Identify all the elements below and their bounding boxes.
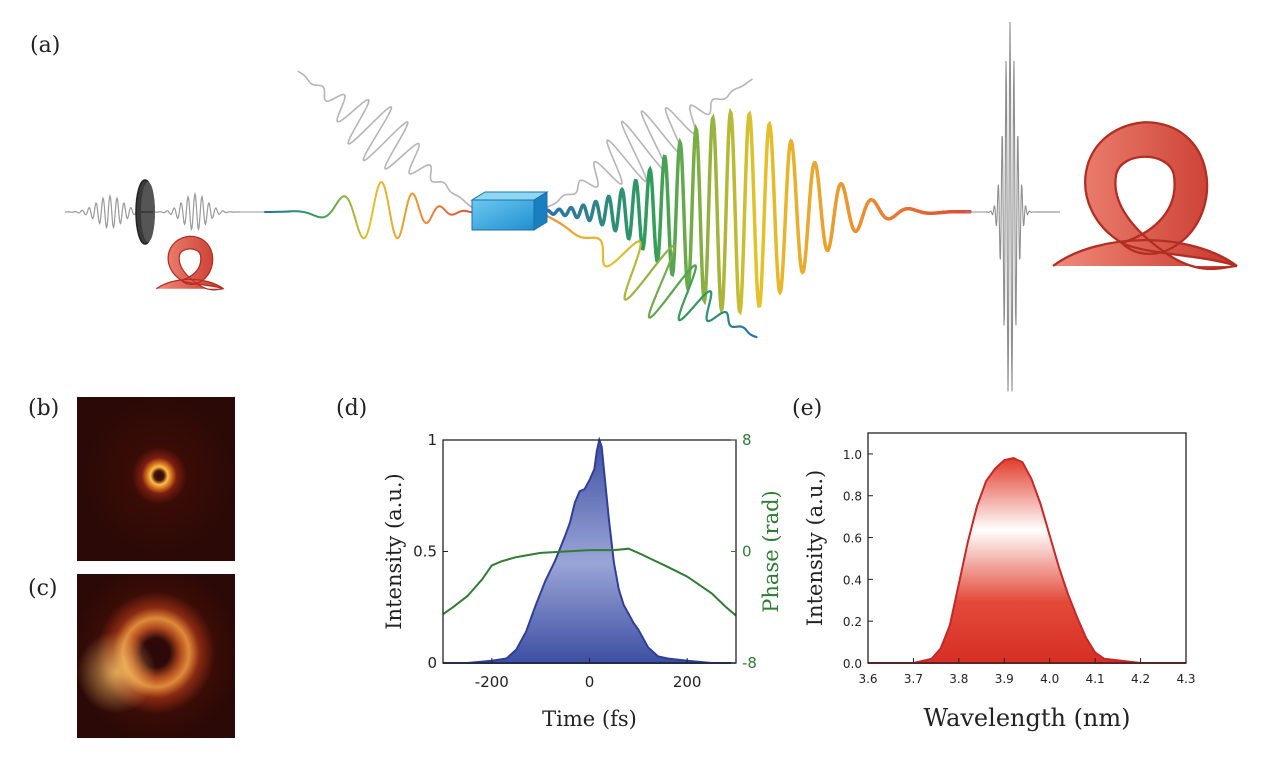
chart-d-xtick-label: 200 xyxy=(673,673,702,691)
chart-d-y2-axis-label: Phase (rad) xyxy=(759,490,783,612)
chart-d-xtick-label: 0 xyxy=(585,673,595,691)
beam-profile-b-image xyxy=(77,397,235,561)
schematic-diagram xyxy=(65,21,1238,392)
amplified-chirped-wave xyxy=(543,107,972,316)
chart-e-frame xyxy=(867,432,1187,664)
chart-e-ytick-label: 0.8 xyxy=(843,490,862,504)
idler-wave-upper xyxy=(539,78,753,213)
chart-e-ytick-label: 1.0 xyxy=(843,448,862,462)
chart-e-xtick-label: 3.9 xyxy=(995,672,1014,686)
chart-e-ytick-label: 0.6 xyxy=(843,532,862,546)
chart-e-xtick-label: 4.0 xyxy=(1040,672,1059,686)
compressed-pulse-wave xyxy=(965,21,1055,392)
idler-wave-lower xyxy=(297,70,479,213)
chart-d-xtick-label: -200 xyxy=(475,673,509,691)
panel-label-c: (c) xyxy=(28,576,58,601)
chart-e-ytick-label: 0.0 xyxy=(843,657,862,671)
chart-d-y2tick-label: 0 xyxy=(742,543,752,561)
signal-wave-lower xyxy=(538,210,758,339)
chart-e-y-axis-label: Intensity (a.u.) xyxy=(803,470,827,626)
vortex-pulse-wave xyxy=(150,191,240,232)
panel-label-e: (e) xyxy=(792,396,823,421)
chart-e-area-series xyxy=(868,457,1186,664)
panel-label-a: (a) xyxy=(30,33,61,58)
chart-e-xtick-label: 3.8 xyxy=(949,672,968,686)
chart-d-y2tick-label: -8 xyxy=(742,654,757,672)
chart-d-frame xyxy=(442,439,737,664)
chart-e-xtick-label: 3.7 xyxy=(904,672,923,686)
chart-d-y-axis-label: Intensity (a.u.) xyxy=(382,473,406,629)
chart-d-x-axis-label: Time (fs) xyxy=(542,707,637,731)
vortex-small-icon xyxy=(156,235,224,291)
chart-d-y2tick-label: 8 xyxy=(742,431,752,449)
spiral-phase-plate-icon xyxy=(135,179,155,245)
chart-d-ytick-label: 0 xyxy=(427,654,437,672)
chart-e-x-axis-label: Wavelength (nm) xyxy=(923,704,1130,732)
chirped-pump-wave xyxy=(264,180,476,240)
vortex-large-icon xyxy=(1052,121,1238,270)
chart-d-ytick-label: 0.5 xyxy=(413,543,437,561)
panel-label-b: (b) xyxy=(28,396,60,421)
beam-profile-c-image xyxy=(77,574,235,738)
chart-e-ytick-label: 0.2 xyxy=(843,615,862,629)
chart-e-xtick-label: 4.2 xyxy=(1131,672,1150,686)
chart-e-ytick-label: 0.4 xyxy=(843,573,862,587)
chart-e-xtick-label: 4.1 xyxy=(1086,672,1105,686)
chart-d-ytick-label: 1 xyxy=(427,431,437,449)
nonlinear-crystal-icon xyxy=(470,191,549,231)
panel-label-d: (d) xyxy=(336,396,368,421)
chart-d-phase-line xyxy=(442,547,737,617)
chart-e-xtick-label: 3.6 xyxy=(858,672,877,686)
chart-d-area-series xyxy=(443,436,736,664)
chart-e-xtick-label: 4.3 xyxy=(1176,672,1195,686)
